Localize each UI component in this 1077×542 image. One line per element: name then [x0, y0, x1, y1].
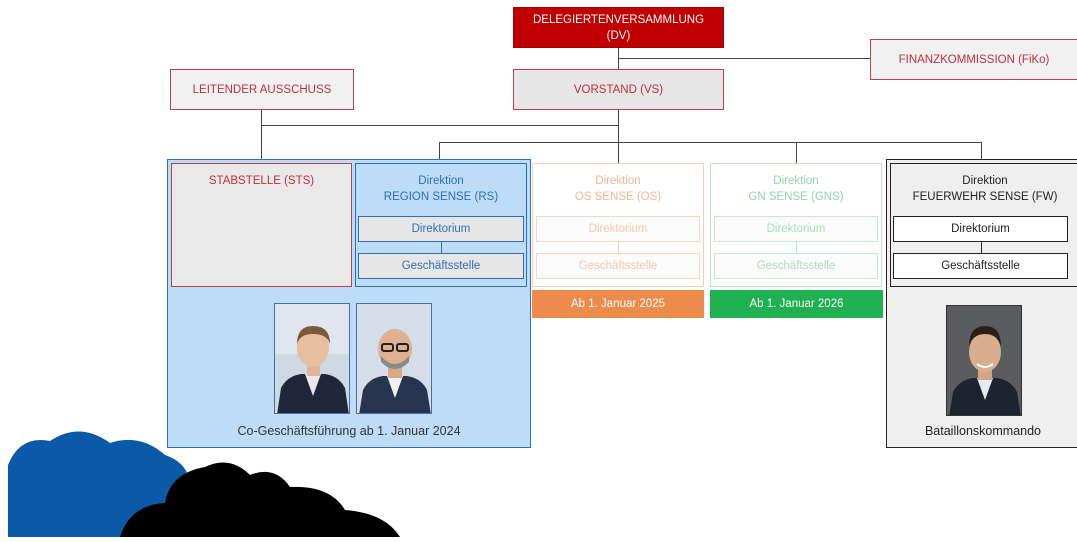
delegiertenversammlung-box: DELEGIERTENVERSAMMLUNG (DV) [513, 7, 724, 48]
gns-geschaeftsstelle-box: Geschäftsstelle [714, 253, 878, 279]
connector-line [618, 110, 619, 142]
connector-line [981, 242, 982, 253]
finanzkommission-box: FINANZKOMMISSION (FiKo) [870, 39, 1077, 80]
portrait-photo-3 [946, 305, 1022, 416]
fw-line1: Direktion [962, 175, 1008, 187]
dv-line1: DELEGIERTENVERSAMMLUNG [532, 13, 705, 26]
gns-direktorium-box: Direktorium [714, 216, 878, 242]
fw-direktorium-box: Direktorium [893, 216, 1068, 242]
rs-direktorium-label: Direktorium [411, 223, 471, 235]
connector-line [439, 142, 440, 163]
os-start-date-badge: Ab 1. Januar 2025 [532, 290, 704, 318]
rs-direktorium-box: Direktorium [358, 216, 524, 242]
rs-geschaeftsstelle-label: Geschäftsstelle [401, 260, 481, 272]
portrait-photo-2 [356, 303, 432, 414]
gns-date-label: Ab 1. Januar 2026 [749, 298, 844, 310]
dv-line2: (DV) [606, 29, 631, 42]
rs-line2: REGION SENSE (RS) [383, 191, 499, 203]
os-line1: Direktion [595, 175, 641, 187]
gns-line2: GN SENSE (GNS) [748, 191, 844, 203]
vs-label: VORSTAND (VS) [573, 83, 664, 96]
os-line2: OS SENSE (OS) [574, 191, 662, 203]
os-direktorium-label: Direktorium [588, 223, 648, 235]
connector-line [261, 110, 262, 125]
connector-line [618, 58, 870, 59]
gns-direktorium-label: Direktorium [766, 223, 826, 235]
rs-line1: Direktion [418, 175, 464, 187]
fw-line2: FEUERWEHR SENSE (FW) [912, 191, 1058, 203]
connector-line [441, 242, 442, 253]
fw-geschaeftsstelle-box: Geschäftsstelle [893, 253, 1068, 279]
la-label: LEITENDER AUSSCHUSS [192, 83, 332, 96]
fw-geschaeftsstelle-label: Geschäftsstelle [941, 260, 1020, 272]
connector-line [618, 242, 619, 253]
connector-line [796, 142, 797, 163]
stabstelle-box: STABSTELLE (STS) [171, 163, 352, 287]
os-date-label: Ab 1. Januar 2025 [571, 298, 665, 310]
connector-line [618, 142, 619, 163]
connector-line [796, 242, 797, 253]
os-geschaeftsstelle-box: Geschäftsstelle [536, 253, 700, 279]
gns-start-date-badge: Ab 1. Januar 2026 [710, 290, 883, 318]
connector-line [261, 125, 262, 163]
fiko-label: FINANZKOMMISSION (FiKo) [898, 53, 1050, 66]
leitender-ausschuss-box: LEITENDER AUSSCHUSS [170, 69, 354, 110]
connector-line [261, 125, 618, 126]
gns-line1: Direktion [773, 175, 819, 187]
rs-geschaeftsstelle-box: Geschäftsstelle [358, 253, 524, 279]
sts-label: STABSTELLE (STS) [208, 175, 315, 187]
connector-line [981, 142, 982, 159]
rs-caption: Co-Geschäftsführung ab 1. Januar 2024 [237, 424, 461, 438]
connector-line [618, 48, 619, 70]
gns-geschaeftsstelle-label: Geschäftsstelle [756, 260, 836, 272]
vorstand-box: VORSTAND (VS) [513, 69, 724, 110]
os-geschaeftsstelle-label: Geschäftsstelle [578, 260, 658, 272]
portrait-photo-1 [274, 303, 350, 414]
os-direktorium-box: Direktorium [536, 216, 700, 242]
fw-caption: Bataillonskommando [924, 424, 1042, 438]
connector-line [439, 142, 982, 143]
fw-direktorium-label: Direktorium [951, 223, 1010, 235]
decorative-logo-shape [0, 425, 420, 537]
